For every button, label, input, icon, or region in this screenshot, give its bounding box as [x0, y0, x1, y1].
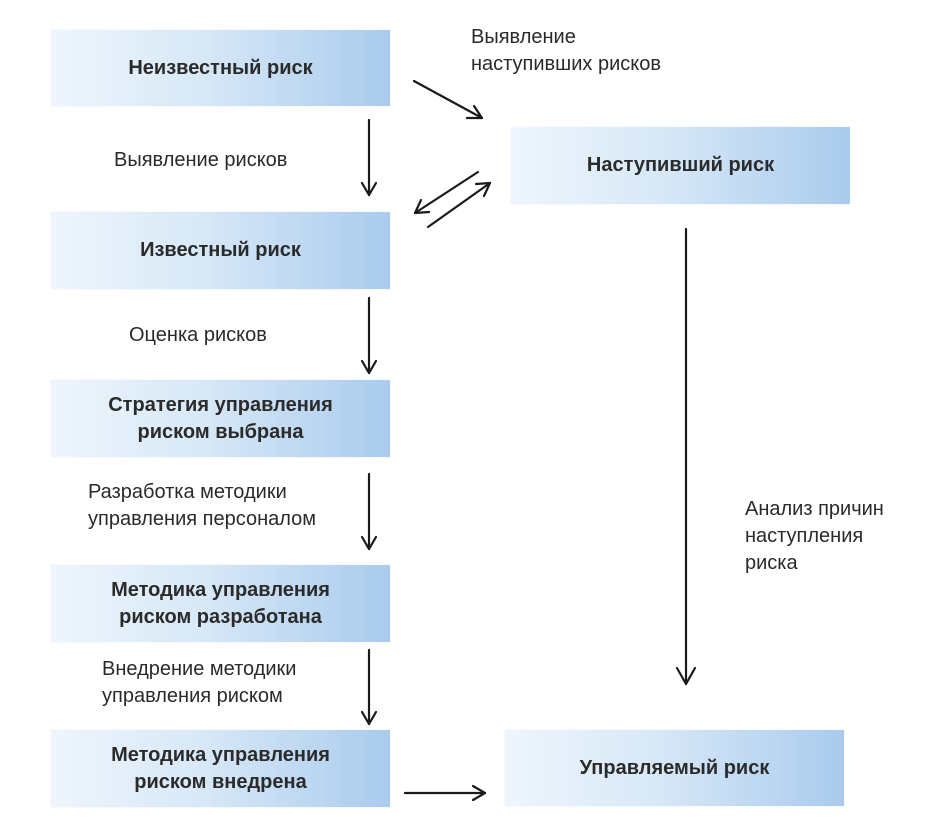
label-identify-risks: Выявление рисков	[114, 149, 288, 171]
label-assess-risks: Оценка рисков	[129, 324, 267, 346]
box-method-implemented: Методика управления риском внедрена	[51, 730, 390, 807]
label-implement-method: Внедрение методики управления риском	[102, 658, 297, 707]
label-analyze-causes: Анализ причин наступления риска	[745, 498, 884, 574]
arrow-developed-to-implemented	[360, 648, 378, 726]
label-develop-method: Разработка методики управления персонало…	[88, 481, 316, 530]
arrow-occurred-to-known	[413, 170, 480, 215]
arrow-unknown-to-occurred	[412, 79, 484, 120]
arrow-known-to-strategy	[360, 296, 378, 375]
arrow-occurred-to-managed	[675, 227, 697, 686]
label-identify-occurred: Выявление наступивших рисков	[471, 26, 661, 75]
arrow-strategy-to-developed	[360, 472, 378, 551]
box-known-risk: Известный риск	[51, 212, 390, 289]
arrow-known-to-occurred	[426, 181, 492, 229]
arrow-unknown-to-known	[360, 118, 378, 197]
box-occurred-risk: Наступивший риск	[511, 127, 850, 204]
box-strategy-selected: Стратегия управления риском выбрана	[51, 380, 390, 457]
box-method-developed: Методика управления риском разработана	[51, 565, 390, 642]
box-unknown-risk: Неизвестный риск	[51, 30, 390, 106]
arrow-implemented-to-managed	[403, 784, 487, 802]
box-managed-risk: Управляемый риск	[505, 730, 844, 806]
